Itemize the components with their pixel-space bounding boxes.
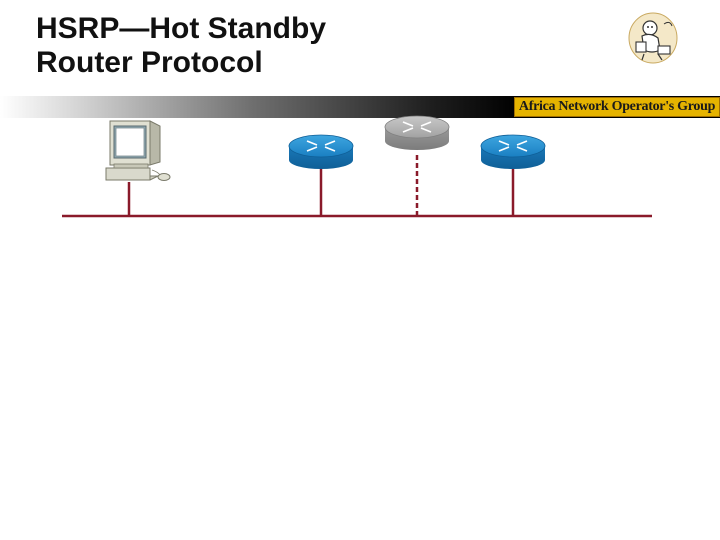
router-icon — [480, 134, 546, 169]
workstation-icon — [105, 120, 171, 181]
virtual-router-icon — [384, 115, 450, 150]
org-banner: Africa Network Operator's Group — [514, 97, 720, 117]
slide-title: HSRP—Hot Standby Router Protocol — [36, 12, 326, 80]
slide-title-line-1: HSRP—Hot Standby — [36, 12, 327, 45]
slide-title-line-2: Router Protocol — [36, 46, 263, 79]
router-icon — [288, 134, 354, 169]
mascot-logo-icon — [628, 12, 678, 64]
